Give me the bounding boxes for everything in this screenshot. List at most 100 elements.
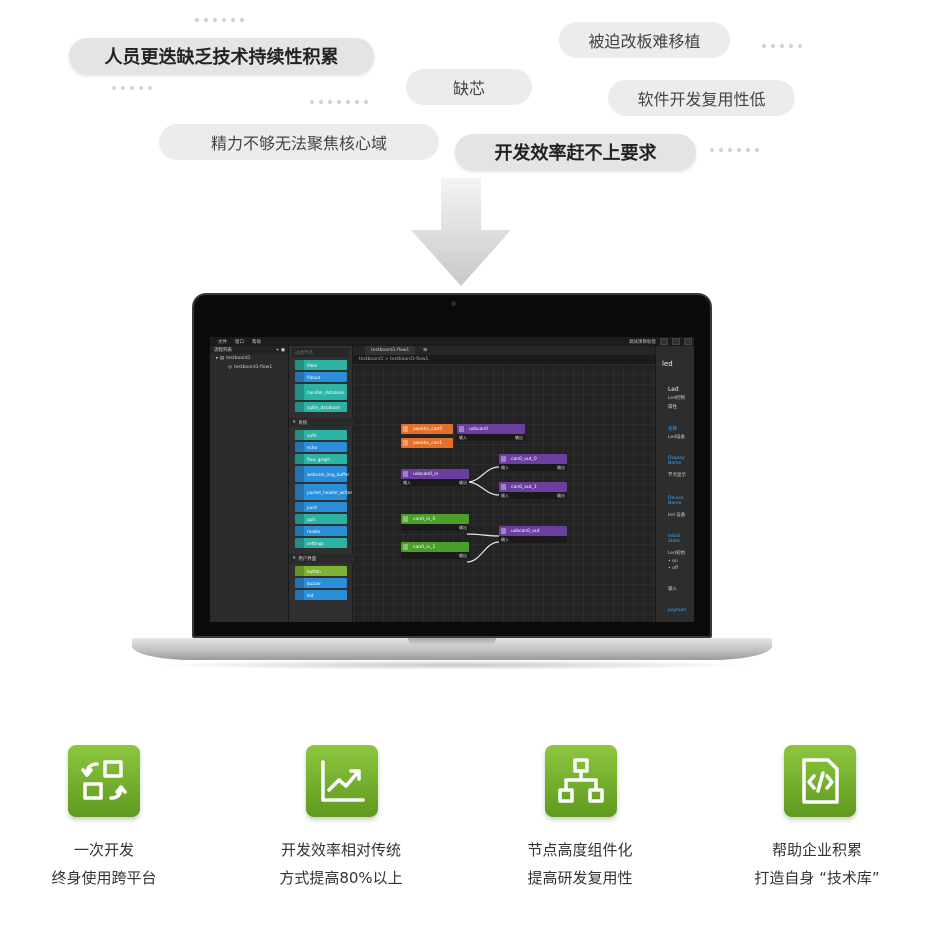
props-section: 属性 (668, 405, 677, 410)
menu-window[interactable]: 窗口 (235, 339, 244, 345)
flow-tabs: testboard1-flow1 ⊞ (353, 346, 655, 355)
feature-line: 方式提高80%以上 (279, 869, 403, 887)
feature-text: 节点高度组件化 提高研发复用性 (480, 836, 680, 892)
decor-dots (762, 44, 802, 50)
node-port: 输出 (401, 524, 469, 531)
problem-pill: 开发效率赶不上要求 (455, 134, 696, 170)
palette-node[interactable]: webcam_img_buffer (295, 466, 349, 482)
feature-line: 终身使用跨平台 (51, 869, 157, 887)
flow-node-can0-in-1[interactable]: can0_in_1 (401, 542, 469, 552)
props-node-name: Led (668, 386, 679, 393)
prop-value[interactable]: 节点显示 (668, 473, 686, 478)
decor-dots (112, 86, 152, 92)
feature-text: 开发效率相对传统 方式提高80%以上 (241, 836, 441, 892)
prop-value[interactable]: led 设备 (668, 513, 686, 518)
flow-node-can0-out-1[interactable]: can0_out_1 (499, 482, 567, 492)
node-hierarchy-icon (545, 745, 617, 817)
menu-help[interactable]: 帮助 (252, 339, 261, 345)
palette-node[interactable]: led (295, 590, 347, 600)
wire-connections (466, 466, 500, 563)
prop-label: Display Name (668, 456, 685, 466)
prop-option[interactable]: • on (668, 559, 678, 564)
prop-label: Initial State (668, 534, 681, 544)
palette-category-user[interactable]: ▾ 用户界面 (289, 554, 353, 563)
palette-node[interactable]: echo (295, 442, 347, 452)
node-port: 输入输出 (499, 492, 567, 499)
problem-pill: 缺芯 (406, 69, 532, 105)
node-palette: 过滤节点 fileio fileout handler_database sql… (289, 346, 353, 622)
breadcrumb: testboard1 > testboard1-flow1 (353, 355, 655, 364)
feature-text: 一次开发 终身使用跨平台 (4, 836, 204, 892)
laptop-shadow (150, 660, 756, 670)
palette-node[interactable]: reader (295, 526, 347, 536)
problem-pill: 软件开发复用性低 (608, 80, 795, 116)
flow-node-aworks-can0[interactable]: aworks_can0 (401, 424, 453, 434)
tree-item-flow[interactable]: ◎ testboard1-flow1 (228, 365, 273, 370)
node-port: 输入输出 (457, 434, 525, 441)
prop-value[interactable]: Led初始 (668, 551, 686, 556)
palette-search-input[interactable]: 过滤节点 (292, 348, 349, 357)
laptop-notch (408, 638, 496, 645)
palette-node[interactable]: button (295, 566, 347, 576)
flow-node-usbcan0[interactable]: usbcan0 (457, 424, 525, 434)
flow-tree-header: 流程列表+ ▣ (210, 346, 288, 354)
props-subtitle: Led控制 (668, 396, 686, 401)
debug-target-select[interactable]: 调试项目标签 (629, 339, 656, 345)
menu-right: 调试项目标签 (629, 337, 694, 346)
laptop-screen: 文件 窗口 帮助 调试项目标签 流程列表+ ▣ ▸ ▤ testboard1 ◎… (192, 293, 712, 638)
palette-node[interactable]: handler_database (295, 384, 347, 400)
palette-node[interactable]: settings (295, 538, 347, 548)
tab-flow1[interactable]: testboard1-flow1 (365, 346, 416, 355)
feature-line: 一次开发 (73, 841, 134, 859)
palette-category-system[interactable]: ▾ 系统 (289, 418, 353, 427)
prop-label: payload (668, 608, 686, 613)
cross-platform-icon (68, 745, 140, 817)
flow-grid[interactable]: aworks_can0 usbcan0 输入输出 aworks_can1 usb… (353, 364, 655, 622)
save-button[interactable] (684, 338, 692, 345)
prop-label: 名称 (668, 427, 677, 432)
props-section: 输入 (668, 587, 677, 592)
palette-node[interactable]: quit (295, 514, 347, 524)
problem-pill: 精力不够无法聚焦核心域 (159, 124, 439, 160)
problem-pill: 被迫改板难移植 (559, 22, 730, 58)
flow-canvas: testboard1-flow1 ⊞ testboard1 > testboar… (353, 346, 655, 622)
down-arrow-icon (411, 178, 511, 286)
palette-node[interactable]: flow_graph (295, 454, 347, 464)
flow-node-aworks-can1[interactable]: aworks_can1 (401, 438, 453, 448)
palette-node[interactable]: auth (295, 430, 347, 440)
decor-dots (710, 148, 759, 154)
flow-node-usbcan0-out[interactable]: usbcan0_out (499, 526, 567, 536)
menu-bar: 文件 窗口 帮助 (210, 337, 694, 346)
props-title: led (662, 360, 673, 368)
palette-node[interactable]: sqlite_database (295, 402, 347, 412)
camera-icon (451, 301, 456, 306)
feature-line: 节点高度组件化 (527, 841, 633, 859)
menu-file[interactable]: 文件 (218, 339, 227, 345)
prop-label: Device Name (668, 496, 684, 506)
run-button[interactable] (660, 338, 668, 345)
prop-option[interactable]: • off (668, 566, 678, 571)
flow-node-usbcan0-in[interactable]: usbcan0_in (401, 469, 469, 479)
flow-node-can0-out-0[interactable]: can0_out_0 (499, 454, 567, 464)
problem-pill: 人员更迭缺乏技术持续性积累 (69, 38, 374, 74)
app-screenshot: 文件 窗口 帮助 调试项目标签 流程列表+ ▣ ▸ ▤ testboard1 ◎… (210, 337, 694, 622)
code-document-icon (784, 745, 856, 817)
palette-node[interactable]: push (295, 502, 347, 512)
deploy-button[interactable] (672, 338, 680, 345)
palette-node[interactable]: fileio (295, 360, 347, 370)
decor-dots (310, 100, 368, 106)
trend-chart-icon (306, 745, 378, 817)
palette-node[interactable]: packet_header_writer (295, 484, 352, 500)
prop-value[interactable]: Led设备 (668, 435, 686, 440)
tree-item-board[interactable]: ▸ ▤ testboard1 (216, 356, 251, 361)
node-port: 输入输出 (499, 464, 567, 471)
feature-line: 打造自身 “技术库” (754, 869, 880, 887)
palette-node[interactable]: buzzer (295, 578, 347, 588)
node-port: 输入输出 (401, 479, 469, 486)
node-port: 输出 (401, 552, 469, 559)
flow-node-can0-in-0[interactable]: can0_in_0 (401, 514, 469, 524)
feature-line: 提高研发复用性 (527, 869, 633, 887)
palette-node[interactable]: fileout (295, 372, 347, 382)
feature-line: 帮助企业积累 (771, 841, 862, 859)
node-port: 输入 (499, 536, 567, 543)
